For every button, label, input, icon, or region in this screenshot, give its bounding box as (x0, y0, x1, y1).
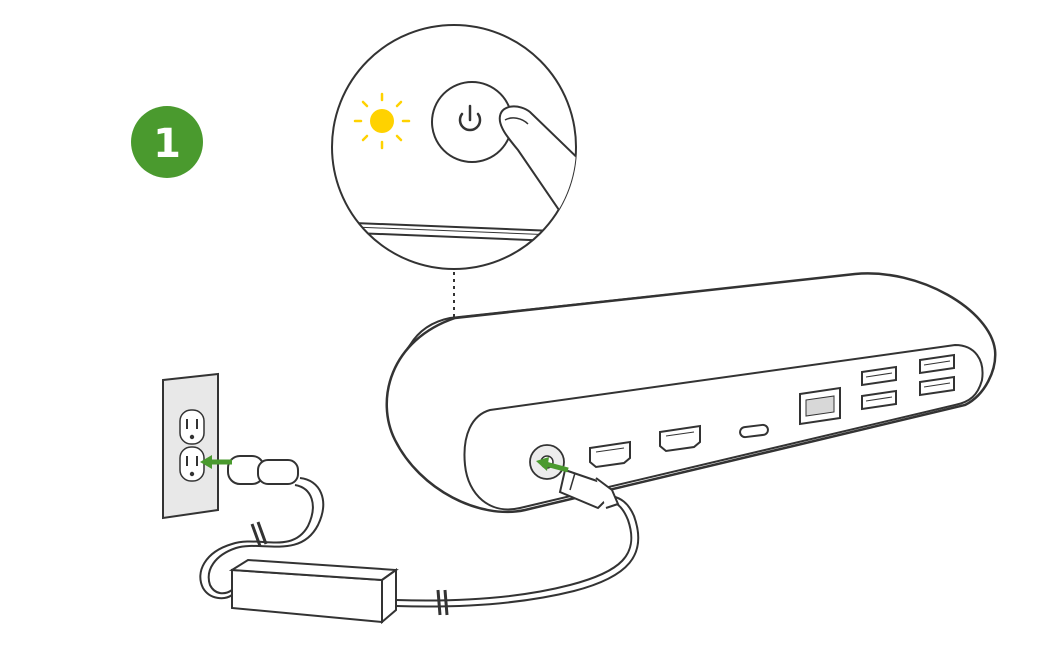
hdmi-port-2 (659, 424, 701, 453)
step-badge: 1 (131, 106, 203, 178)
dc-cable (395, 495, 640, 616)
dc-plug (558, 468, 620, 510)
usb-a-port (861, 389, 897, 411)
docking-station (385, 272, 997, 514)
ac-cable (199, 477, 325, 600)
arrow-right-icon (536, 457, 569, 473)
step-number: 1 (153, 121, 181, 167)
power-button-callout (331, 24, 577, 270)
socket-top (179, 409, 205, 445)
led-indicator-icon (353, 92, 411, 150)
usb-a-port (919, 353, 955, 375)
dock-front-face (463, 343, 984, 511)
arrow-right-icon (200, 455, 232, 469)
usb-a-port (919, 375, 955, 397)
usb-a-port (861, 365, 897, 387)
power-icon (458, 104, 482, 132)
wall-plate (162, 372, 219, 520)
wall-outlet (162, 372, 219, 520)
usb-a-ports (861, 353, 955, 411)
power-adapter (228, 558, 399, 625)
hdmi-port-1 (589, 440, 631, 469)
ac-plug (227, 455, 299, 485)
socket-bottom (179, 446, 205, 482)
ethernet-port (799, 386, 841, 426)
usb-c-port (739, 423, 769, 439)
step-badge-circle (131, 106, 203, 178)
